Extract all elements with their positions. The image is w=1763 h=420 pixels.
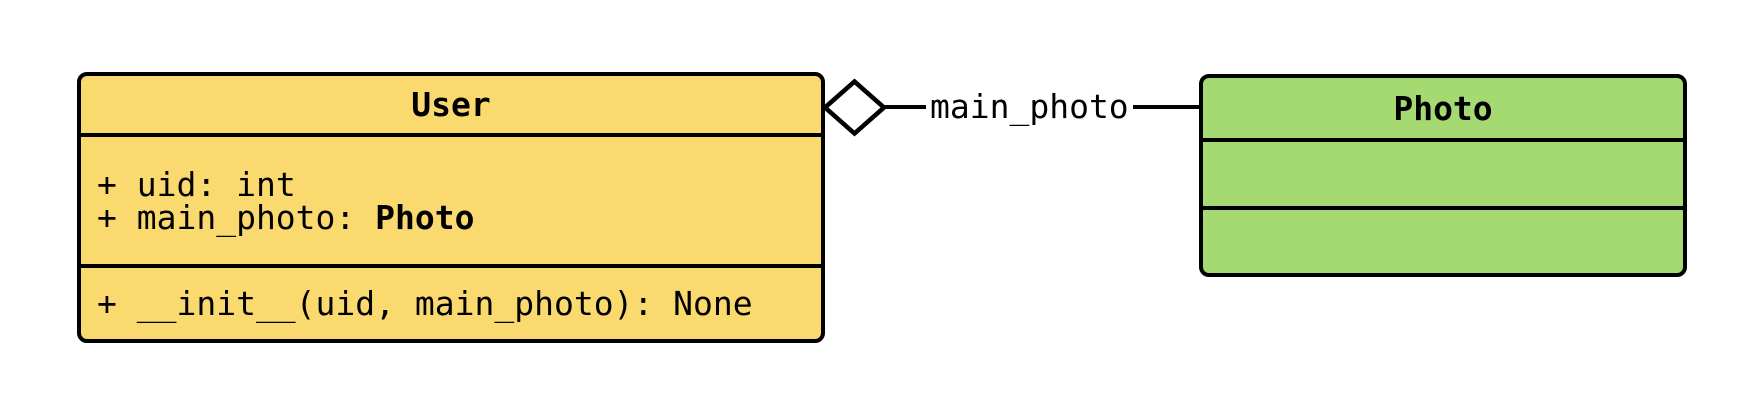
relationship-label: main_photo: [926, 87, 1133, 127]
attribute-uid-type: int: [236, 164, 296, 204]
class-methods-compartment-empty: [1203, 210, 1683, 273]
class-box-user: User + uid: int + main_photo: Photo + __…: [77, 72, 825, 343]
aggregation-diamond-icon: [821, 78, 888, 137]
class-name-user: User: [411, 85, 491, 124]
attribute-uid-text: + uid:: [97, 164, 237, 204]
class-title-compartment: Photo: [1203, 78, 1683, 142]
class-attributes-compartment: + uid: int + main_photo: Photo: [81, 137, 821, 268]
class-name-photo: Photo: [1393, 88, 1493, 128]
method-init: + __init__(uid, main_photo): None: [97, 284, 753, 323]
attribute-main-photo: + main_photo: Photo: [81, 201, 821, 234]
class-attributes-compartment-empty: [1203, 142, 1683, 210]
class-box-photo: Photo: [1199, 74, 1687, 277]
class-methods-compartment: + __init__(uid, main_photo): None: [81, 268, 821, 339]
attribute-main-photo-type: Photo: [375, 197, 475, 237]
attribute-main-photo-text: + main_photo:: [97, 197, 376, 237]
class-title-compartment: User: [81, 76, 821, 137]
attribute-uid: + uid: int: [81, 168, 821, 201]
